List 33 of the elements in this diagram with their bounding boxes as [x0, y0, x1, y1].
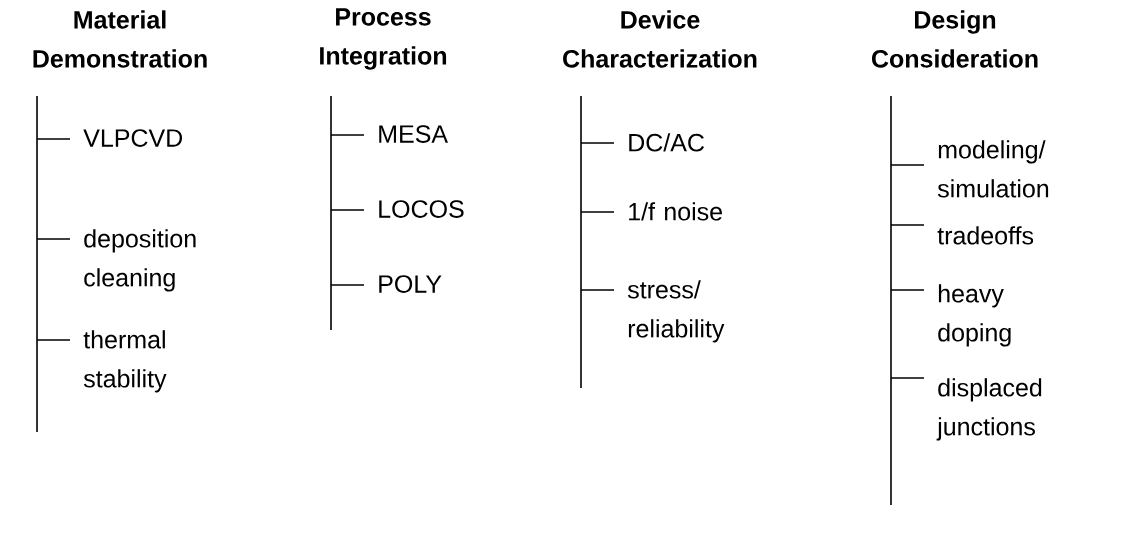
- vertical-line: [580, 96, 582, 388]
- item-label: tradeoffs: [937, 226, 1034, 245]
- branch-line: [330, 209, 365, 211]
- branch-line: [890, 289, 925, 291]
- branch-line: [36, 138, 71, 140]
- item-label: MESA: [379, 125, 448, 143]
- branch-line: [580, 211, 615, 213]
- item-label: thermal stability: [83, 330, 167, 393]
- column-heading: Process Integration: [320, 8, 447, 70]
- branch-line: [890, 164, 925, 166]
- item-label: DC/AC: [629, 133, 704, 152]
- branch-line: [36, 238, 71, 240]
- vertical-line: [330, 96, 332, 330]
- column-heading: Material Demonstration: [33, 10, 207, 68]
- branch-line: [36, 339, 71, 341]
- branch-line: [580, 142, 615, 144]
- branch-line: [890, 377, 925, 379]
- branch-line: [330, 134, 365, 136]
- item-label: 1/f noise: [629, 202, 722, 221]
- branch-line: [330, 284, 365, 286]
- vertical-line: [36, 96, 38, 432]
- item-label: displaced junctions: [936, 378, 1042, 441]
- column-heading: Design Consideration: [872, 10, 1038, 68]
- item-label: stress/ reliability: [627, 280, 725, 343]
- branch-line: [890, 224, 925, 226]
- item-label: POLY: [379, 275, 442, 293]
- item-label: LOCOS: [379, 200, 464, 218]
- item-label: deposition cleaning: [84, 229, 196, 292]
- item-label: VLPCVD: [83, 129, 183, 147]
- vertical-line: [890, 96, 892, 505]
- item-label: heavy doping: [938, 284, 1011, 347]
- column-heading: Device Characterization: [563, 10, 757, 68]
- branch-line: [580, 289, 615, 291]
